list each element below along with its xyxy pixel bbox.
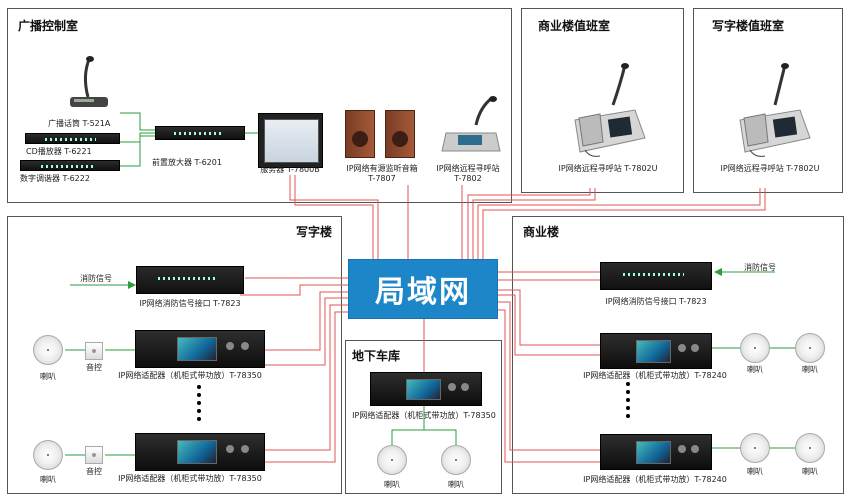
office-volume-1-icon xyxy=(85,342,103,360)
commerce-adapter-1 xyxy=(600,333,712,369)
office-volume-1-label: 音控 xyxy=(86,363,102,372)
commerce-speaker-4-icon xyxy=(795,433,825,463)
monitor-speaker-left xyxy=(345,110,375,158)
office-adapter-2-label: IP网络适配器（机柜式带功放）T-78350 xyxy=(118,474,262,483)
commerce-adapter-1-label: IP网络适配器（机柜式带功放）T-78240 xyxy=(583,371,727,380)
duty-station-commerce-label: IP网络远程寻呼站 T-7802U xyxy=(558,164,658,173)
preamp-label: 前置放大器 T-6201 xyxy=(152,158,222,167)
commerce-fire-interface xyxy=(600,262,712,290)
office-adapter-2 xyxy=(135,433,265,471)
tuner xyxy=(20,160,120,171)
mic-label: 广播话筒 T-521A xyxy=(48,119,111,128)
garage-title: 地下车库 xyxy=(352,349,401,363)
office-speaker-1-label: 喇叭 xyxy=(40,372,56,381)
office-speaker-2-label: 喇叭 xyxy=(40,475,56,484)
garage-speaker-2-icon xyxy=(441,445,471,475)
monitor-speaker-label-2: T-7807 xyxy=(368,174,396,183)
tuner-label: 数字调谐器 T-6222 xyxy=(20,174,90,183)
lan-hub: 局域网 xyxy=(349,260,497,318)
office-fire-interface xyxy=(136,266,244,294)
commerce-adapter-2-label: IP网络适配器（机柜式带功放）T-78240 xyxy=(583,475,727,484)
monitor-speaker-right xyxy=(385,110,415,158)
garage-adapter-label: IP网络适配器（机柜式带功放）T-78350 xyxy=(352,411,496,420)
server xyxy=(258,113,323,168)
garage-speaker-1-icon xyxy=(377,445,407,475)
commerce-fire-signal-label: 消防信号 xyxy=(744,263,776,272)
commerce-adapter-2 xyxy=(600,434,712,470)
office-adapter-1-label: IP网络适配器（机柜式带功放）T-78350 xyxy=(118,371,262,380)
cd-player xyxy=(25,133,120,144)
monitor-speaker-label-1: IP网络有源监听音箱 xyxy=(346,164,418,173)
office-fire-signal-label: 消防信号 xyxy=(80,274,112,283)
garage-speaker-2-label: 喇叭 xyxy=(448,480,464,489)
duty-station-commerce-icon xyxy=(574,63,646,157)
office-duty-room: 写字楼值班室 xyxy=(693,8,843,193)
office-duty-title: 写字楼值班室 xyxy=(712,19,785,33)
commerce-duty-room: 商业楼值班室 xyxy=(521,8,684,193)
remote-station-icon xyxy=(441,96,501,152)
preamp xyxy=(155,126,245,140)
commerce-speaker-4-label: 喇叭 xyxy=(802,467,818,476)
remote-station-label-2: T-7802 xyxy=(454,174,482,183)
commerce-speaker-1-label: 喇叭 xyxy=(747,365,763,374)
server-label: 服务器 T-7800B xyxy=(260,165,320,174)
office-adapter-1 xyxy=(135,330,265,368)
remote-station-label-1: IP网络远程寻呼站 xyxy=(436,164,500,173)
office-volume-2-label: 音控 xyxy=(86,467,102,476)
control-room-title: 广播控制室 xyxy=(18,19,79,33)
garage-adapter xyxy=(370,372,482,406)
cd-label: CD播放器 T-6221 xyxy=(26,147,92,156)
office-volume-2-icon xyxy=(85,446,103,464)
commerce-speaker-3-label: 喇叭 xyxy=(747,467,763,476)
commerce-speaker-3-icon xyxy=(740,433,770,463)
office-building-title: 写字楼 xyxy=(296,225,333,239)
commerce-speaker-2-icon xyxy=(795,333,825,363)
duty-station-office-label: IP网络远程寻呼站 T-7802U xyxy=(720,164,820,173)
office-fire-interface-label: IP网络消防信号接口 T-7823 xyxy=(139,299,241,308)
commerce-speaker-2-label: 喇叭 xyxy=(802,365,818,374)
office-speaker-2-icon xyxy=(33,440,63,470)
commerce-fire-interface-label: IP网络消防信号接口 T-7823 xyxy=(605,297,707,306)
garage-speaker-1-label: 喇叭 xyxy=(384,480,400,489)
microphone-icon xyxy=(70,56,108,107)
duty-station-office-icon xyxy=(739,63,811,157)
commerce-duty-title: 商业楼值班室 xyxy=(538,19,611,33)
commerce-building-title: 商业楼 xyxy=(523,225,560,239)
office-speaker-1-icon xyxy=(33,335,63,365)
commerce-speaker-1-icon xyxy=(740,333,770,363)
